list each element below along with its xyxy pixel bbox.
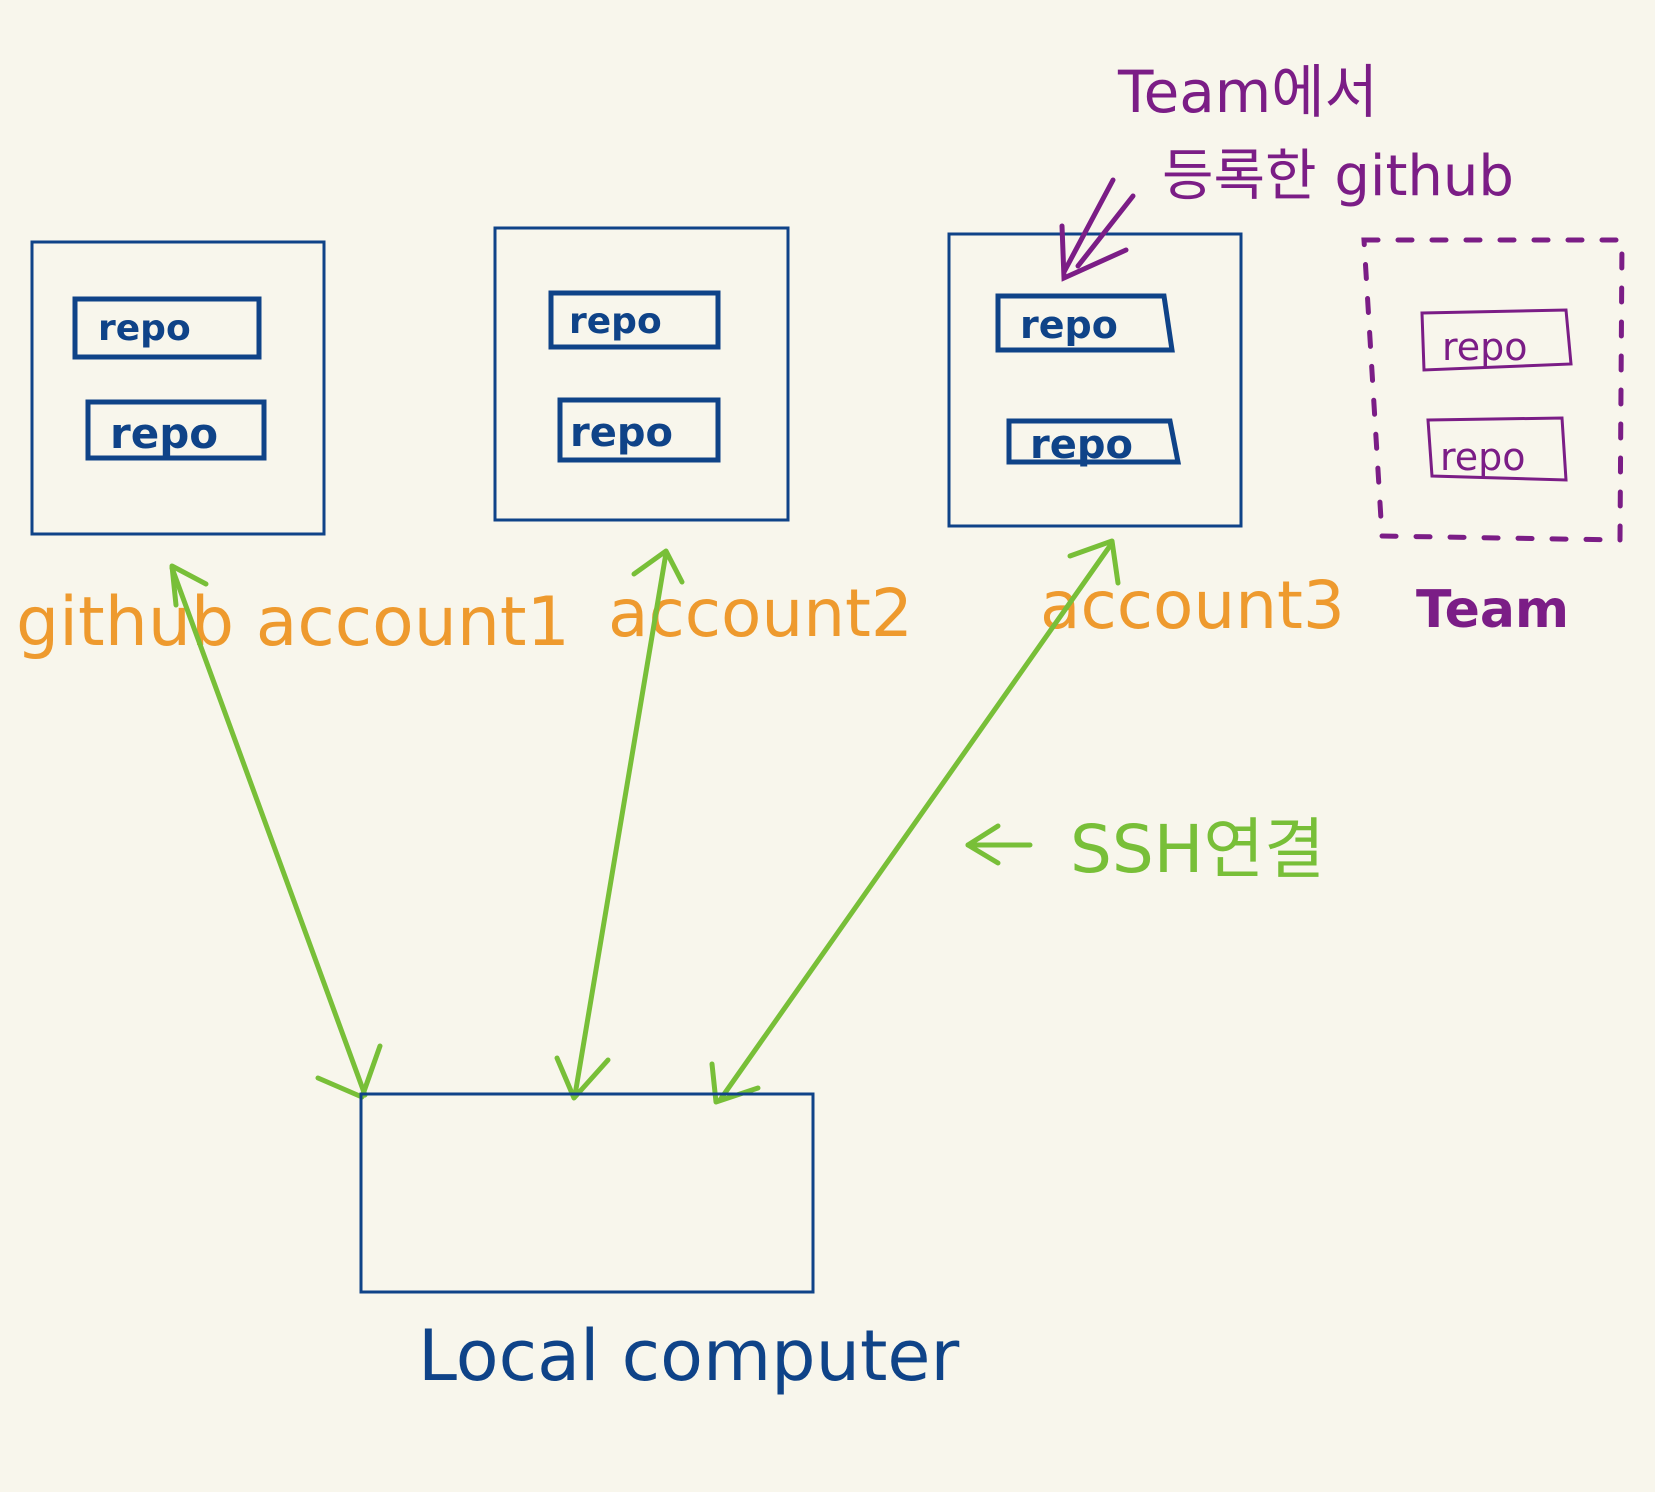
repo-label: repo — [570, 410, 673, 456]
repo-label: repo — [569, 301, 662, 342]
ssh-label: SSH연결 — [1070, 811, 1325, 888]
team-note-line2: 등록한 github — [1162, 144, 1514, 209]
account2-repo-1: repo — [548, 290, 721, 350]
repo-label: repo — [1440, 435, 1526, 479]
team-repo-2: repo — [1426, 416, 1568, 482]
account3-box: repo repo — [947, 232, 1243, 528]
account1-repo-2: repo — [85, 399, 267, 461]
account1-repo-1: repo — [72, 296, 262, 360]
account3-label: account3 — [1040, 567, 1345, 644]
local-computer-box — [359, 1092, 815, 1294]
local-computer-label: Local computer — [418, 1315, 959, 1397]
team-box: repo repo Team — [1361, 237, 1625, 640]
repo-label: repo — [110, 409, 218, 458]
ssh-label-group: SSH연결 — [965, 811, 1325, 888]
repo-label: repo — [1020, 303, 1118, 347]
team-note-arrow — [1059, 177, 1136, 282]
repo-label: repo — [98, 308, 191, 349]
account3-repo-1: repo — [995, 293, 1175, 353]
team-label: Team — [1416, 580, 1569, 640]
ssh-arrows — [169, 538, 1121, 1105]
repo-label: repo — [1030, 422, 1133, 468]
repo-label: repo — [1442, 325, 1528, 369]
account1-label: github account1 — [16, 583, 570, 662]
team-note-line1: Team에서 — [1117, 58, 1378, 126]
account3-repo-2: repo — [1006, 418, 1182, 468]
account2-repo-2: repo — [557, 397, 721, 463]
team-repo-1: repo — [1420, 308, 1573, 372]
account1-box: repo repo — [30, 240, 326, 536]
ssh-pointer-arrow — [965, 823, 1033, 866]
account2-box: repo repo — [493, 226, 790, 522]
team-note: Team에서 등록한 github — [1117, 58, 1514, 209]
ssh-arrow-account2 — [554, 548, 685, 1101]
